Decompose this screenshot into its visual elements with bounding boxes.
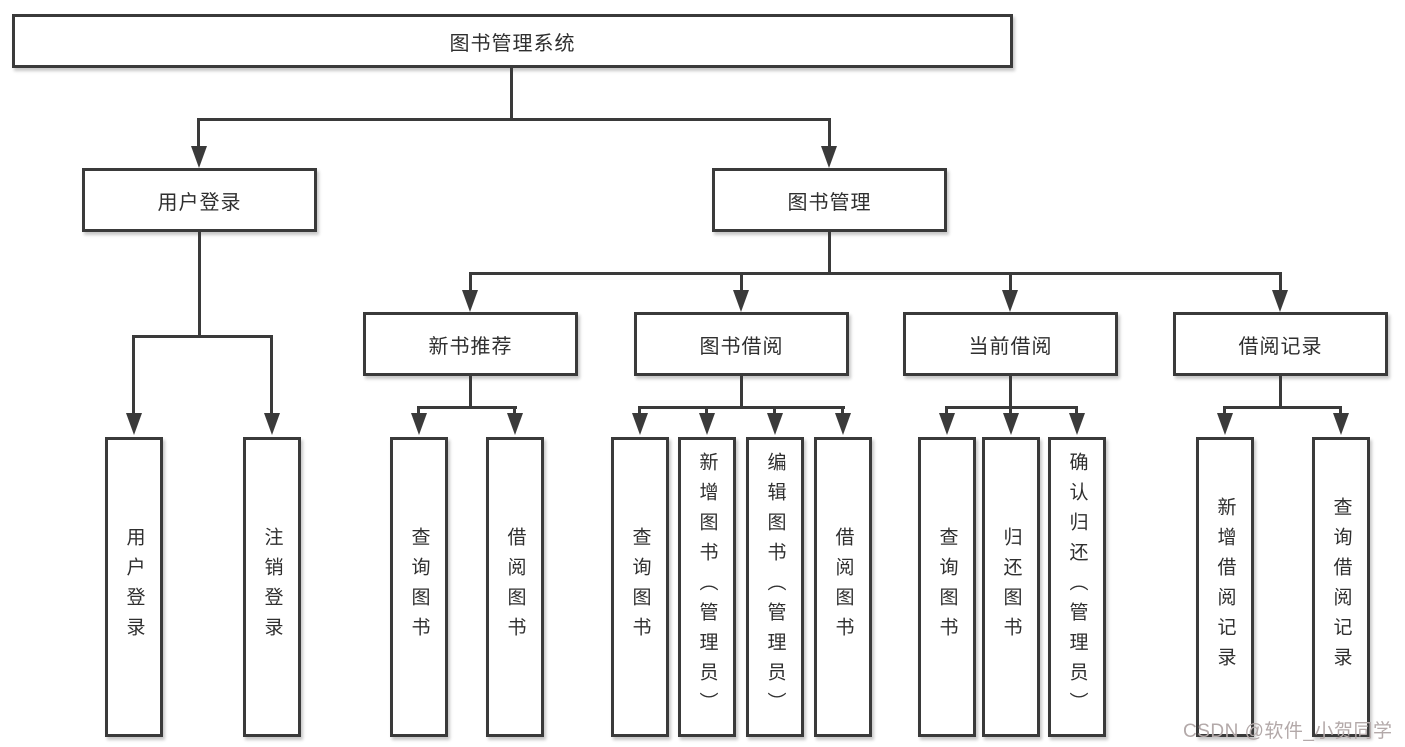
leaf-borrow-books: 借阅图书 [486, 437, 544, 737]
connector-line [1009, 406, 1012, 418]
connector-line [1075, 406, 1078, 418]
leaf-query-books: 查询图书 [611, 437, 669, 737]
connector-line [198, 232, 201, 335]
leaf-return-books: 归还图书 [982, 437, 1040, 737]
arrow-down-icon [507, 413, 523, 435]
arrow-down-icon [1272, 290, 1288, 312]
connector-line [1279, 376, 1282, 406]
connector-line [773, 406, 776, 418]
connector-line [197, 118, 200, 150]
arrow-down-icon [411, 413, 427, 435]
connector-line [740, 272, 743, 294]
arrow-down-icon [126, 413, 142, 435]
connector-line [469, 272, 1282, 275]
connector-line [270, 335, 273, 415]
connector-line [740, 376, 743, 406]
arrow-down-icon [191, 146, 207, 168]
leaf-edit-books-admin: 编辑图书（管理员） [746, 437, 804, 737]
arrow-down-icon [767, 413, 783, 435]
arrow-down-icon [264, 413, 280, 435]
leaf-borrow-books: 借阅图书 [814, 437, 872, 737]
connector-line [197, 118, 830, 121]
arrow-down-icon [821, 146, 837, 168]
node-library-management-system: 图书管理系统 [12, 14, 1013, 68]
node-borrowing-records: 借阅记录 [1173, 312, 1388, 376]
connector-line [1279, 272, 1282, 294]
leaf-user-login: 用户登录 [105, 437, 163, 737]
connector-line [469, 376, 472, 406]
leaf-logout: 注销登录 [243, 437, 301, 737]
arrow-down-icon [1333, 413, 1349, 435]
connector-line [638, 406, 845, 409]
connector-line [1009, 272, 1012, 294]
node-new-book-recommend: 新书推荐 [363, 312, 578, 376]
connector-line [1009, 376, 1012, 406]
node-book-management: 图书管理 [712, 168, 947, 232]
connector-line [945, 406, 948, 418]
arrow-down-icon [835, 413, 851, 435]
arrow-down-icon [699, 413, 715, 435]
connector-line [828, 118, 831, 150]
arrow-down-icon [462, 290, 478, 312]
connector-line [133, 335, 273, 338]
arrow-down-icon [733, 290, 749, 312]
watermark: CSDN @软件_小贺同学 [1183, 721, 1393, 742]
leaf-add-borrow-record: 新增借阅记录 [1196, 437, 1254, 737]
connector-line [828, 232, 831, 272]
arrow-down-icon [632, 413, 648, 435]
connector-line [469, 272, 472, 294]
leaf-add-books-admin: 新增图书（管理员） [678, 437, 736, 737]
connector-line [705, 406, 708, 418]
arrow-down-icon [939, 413, 955, 435]
connector-line [417, 406, 517, 409]
leaf-query-borrow-record: 查询借阅记录 [1312, 437, 1370, 737]
leaf-confirm-return-admin: 确认归还（管理员） [1048, 437, 1106, 737]
leaf-query-books: 查询图书 [918, 437, 976, 737]
arrow-down-icon [1003, 413, 1019, 435]
arrow-down-icon [1069, 413, 1085, 435]
connector-line [510, 68, 513, 118]
connector-line [513, 406, 516, 418]
arrow-down-icon [1217, 413, 1233, 435]
connector-line [1339, 406, 1342, 418]
connector-line [841, 406, 844, 418]
node-book-borrowing: 图书借阅 [634, 312, 849, 376]
leaf-query-books: 查询图书 [390, 437, 448, 737]
connector-line [1223, 406, 1341, 409]
arrow-down-icon [1002, 290, 1018, 312]
node-current-borrowing: 当前借阅 [903, 312, 1118, 376]
connector-line [638, 406, 641, 418]
connector-line [1223, 406, 1226, 418]
connector-line [417, 406, 420, 418]
node-user-login: 用户登录 [82, 168, 317, 232]
connector-line [132, 335, 135, 415]
